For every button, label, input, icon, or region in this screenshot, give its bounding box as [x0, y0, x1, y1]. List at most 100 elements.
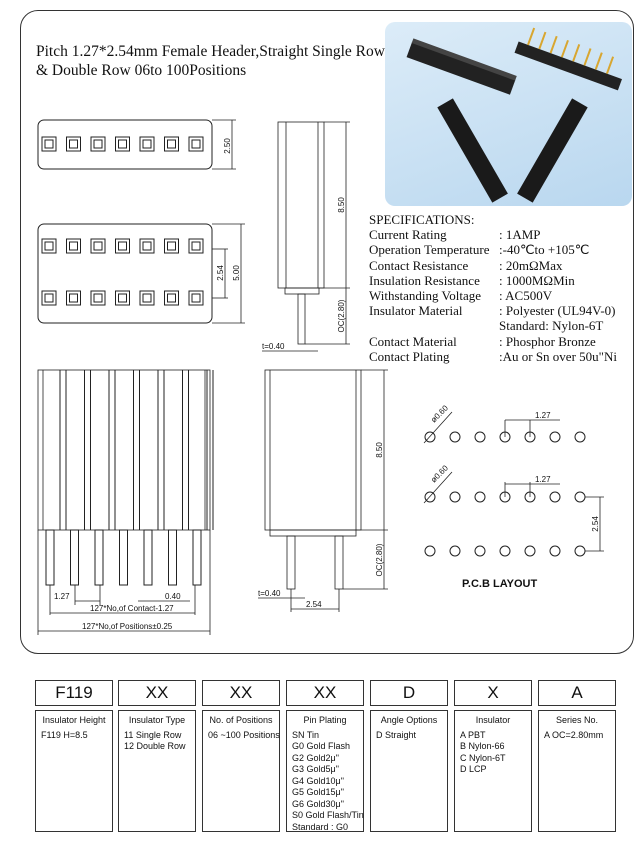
technical-drawing: 2.50 5.00 2.54 8.50 OC(2.80) t=0.40 8.50… [37, 119, 604, 635]
spec-row: Insulation Resistance: 1000MΩMin [369, 273, 617, 288]
spec-value: : AC500V [499, 288, 553, 304]
contact-cavity-inner [69, 241, 78, 251]
pcb-hole [524, 431, 536, 443]
contact-cavity-inner [93, 241, 103, 251]
pcb-hole [424, 545, 436, 557]
dim-0-40: 0.40 [165, 592, 181, 601]
pin [192, 529, 202, 586]
part-code-box: A [538, 680, 616, 706]
dim-positions: 127*No,of Positions±0.25 [82, 622, 173, 631]
title-line-1: Pitch 1.27*2.54mm Female Header,Straight… [36, 43, 385, 60]
description-line: G4 Gold10μ" [292, 775, 344, 786]
dim-8-50-b: 8.50 [375, 442, 384, 458]
description-line: 11 Single Row [124, 729, 182, 740]
contact-cavity-inner [93, 293, 103, 303]
dim-oc: OC(2.80) [337, 299, 346, 332]
spec-row: Withstanding Voltage : AC500V [369, 288, 617, 303]
dim-1-27: 1.27 [54, 592, 70, 601]
spec-value: : 20mΩMax [499, 257, 563, 273]
description-line: D LCP [460, 764, 487, 774]
contact-cavity-inner [167, 139, 176, 149]
spec-value: : 1AMP [499, 227, 541, 243]
contact-cavity-inner [191, 139, 201, 149]
contact-cavity [115, 238, 130, 254]
part-code-box: D [370, 680, 448, 706]
outer-frame [20, 10, 634, 654]
description-line: G6 Gold30μ" [292, 798, 344, 809]
description-line: 12 Double Row [124, 741, 186, 751]
description-line: 06 ~100 Positions [208, 729, 280, 740]
spec-row: Contact Material : Phosphor Bronze [369, 334, 617, 349]
contact-cavity [139, 290, 155, 306]
contact-cavity [66, 290, 81, 306]
description-heading: Series No. [555, 715, 599, 725]
spec-row: Contact Resistance: 20mΩMax [369, 258, 617, 273]
description-line: G3 Gold5μ" [292, 764, 339, 774]
part-code-box: XX [118, 680, 196, 706]
contact-cavity-inner [191, 241, 201, 251]
pin [168, 529, 177, 586]
pcb-hole [474, 431, 486, 443]
spec-row: Standard: Nylon-6T [369, 318, 617, 333]
description-heading: Angle Options [380, 715, 438, 725]
spec-row: Current Rating : 1AMP [369, 227, 617, 242]
contact-cavity-inner [167, 293, 176, 303]
contact-cavity [90, 290, 106, 306]
spec-key: Current Rating [369, 227, 447, 243]
contact-cavity [66, 238, 81, 254]
description-line: S0 Gold Flash/Tin [292, 810, 364, 820]
spec-key: Contact Plating [369, 348, 450, 364]
front-view-pins [45, 370, 214, 586]
connector-photo-illustration [406, 27, 622, 203]
contact-cavity-inner [44, 241, 54, 251]
description-line: Standard : G0 [292, 821, 349, 832]
pcb-hole [424, 491, 436, 503]
contact-cavity [188, 136, 204, 152]
contact-cavity [164, 290, 179, 306]
spec-key: Insulator Material [369, 303, 463, 319]
pcb-pitch-b: 1.27 [535, 475, 551, 484]
spec-key: Contact Material [369, 333, 457, 349]
spec-row: Insulator Material : Polyester (UL94V-0) [369, 303, 617, 318]
spec-row: Contact Plating :Au or Sn over 50u"Ni [369, 349, 617, 364]
dim-t040-b: t=0.40 [258, 589, 281, 598]
part-code-description: Angle Options D Straight [370, 710, 448, 832]
contact-cavity [188, 290, 204, 306]
description-line: C Nylon-6T [460, 752, 506, 763]
contact-cavity [90, 238, 106, 254]
contact-cavity-inner [44, 139, 54, 149]
spec-key: Withstanding Voltage [369, 288, 482, 304]
contact-cavity [139, 136, 155, 152]
pcb-hole [499, 431, 511, 443]
contact-cavity-inner [191, 293, 201, 303]
description-line: G0 Gold Flash [292, 741, 351, 751]
pcb-hole [449, 545, 461, 557]
spec-key: Operation Temperature [369, 242, 490, 258]
pin [119, 529, 128, 586]
contact-cavity [188, 238, 204, 254]
description-line: A OC=2.80mm [544, 729, 604, 740]
spec-value: :Au or Sn over 50u"Ni [499, 348, 617, 364]
pcb-hole [574, 491, 586, 503]
product-photo [385, 22, 632, 206]
description-heading: Insulator [475, 715, 511, 725]
pcb-layout-title: P.C.B LAYOUT [462, 578, 537, 590]
pcb-hole [524, 545, 536, 557]
contact-cavity-inner [142, 293, 152, 303]
description-line: G5 Gold15μ" [292, 787, 344, 797]
spec-value: : Polyester (UL94V-0) [499, 303, 616, 319]
pin [143, 529, 153, 586]
contact-cavity-inner [142, 241, 152, 251]
spec-value: : Phosphor Bronze [499, 333, 596, 349]
contact-cavity [41, 290, 57, 306]
spec-value: Standard: Nylon-6T [499, 318, 604, 334]
spec-key: Insulation Resistance [369, 272, 480, 288]
description-heading: No. of Positions [209, 715, 273, 725]
description-line: D Straight [376, 729, 417, 740]
description-heading: Insulator Type [128, 715, 186, 725]
dim-2-54-b: 2.54 [306, 600, 322, 609]
pcb-hole [549, 491, 561, 503]
